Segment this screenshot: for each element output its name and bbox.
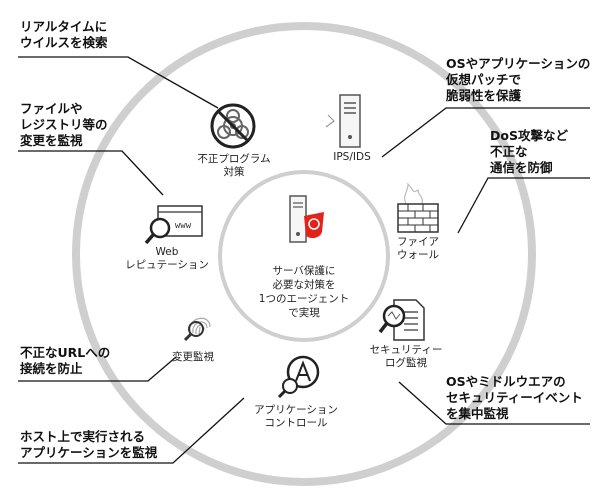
callout-app-monitor: ホスト上で実行される アプリケーションを監視 bbox=[20, 429, 158, 460]
shield-badge-icon bbox=[304, 212, 324, 239]
callout-file-registry-monitor: ファイルや レジストリ等の 変更を監視 bbox=[20, 101, 108, 148]
fingerprint-icon bbox=[183, 317, 211, 342]
leader-line-dos bbox=[457, 177, 590, 234]
leader-line-security-event bbox=[398, 381, 590, 425]
leader-line-url bbox=[18, 356, 177, 382]
module-label-web-reputation: Web レピュテーション bbox=[125, 246, 209, 271]
app-control-icon bbox=[277, 355, 320, 399]
inner-circle bbox=[218, 170, 390, 342]
module-label-anti-malware: 不正プログラム 対策 bbox=[197, 153, 271, 178]
center-server-icon bbox=[289, 195, 324, 243]
leader-line-file-monitor bbox=[18, 150, 164, 196]
callout-dos-defense: DoS攻撃など 不正な 通信を防御 bbox=[490, 128, 568, 175]
center-text: サーバ保護に 必要な対策を 1つのエージェント で実現 bbox=[258, 265, 350, 319]
module-label-ips: IPS/IDS bbox=[333, 151, 371, 163]
log-search-icon bbox=[378, 299, 425, 341]
callout-security-event: OSやミドルウエアの セキュリティーイベント を集中監視 bbox=[446, 374, 583, 421]
server-icon bbox=[325, 94, 361, 148]
module-label-log: セキュリティー ログ監視 bbox=[369, 344, 443, 369]
web-search-icon: www bbox=[144, 205, 203, 245]
svg-text:www: www bbox=[175, 221, 192, 231]
module-label-app-control: アプリケーション コントロール bbox=[254, 404, 338, 429]
leader-line-virtual-patch bbox=[381, 107, 590, 158]
firewall-icon bbox=[397, 182, 439, 233]
callout-realtime-scan: リアルタイムに ウイルスを検索 bbox=[20, 19, 108, 50]
module-label-firewall: ファイア ウォール bbox=[397, 236, 439, 261]
callout-virtual-patch: OSやアプリケーションの 仮想パッチで 脆弱性を保護 bbox=[446, 56, 591, 103]
callout-url-block: 不正なURLへの 接続を防止 bbox=[20, 345, 111, 376]
leader-line-realtime bbox=[18, 56, 219, 109]
module-label-integrity: 変更監視 bbox=[172, 351, 214, 363]
leader-line-app-monitor bbox=[18, 397, 245, 464]
biohazard-prohibited-icon bbox=[210, 103, 256, 149]
